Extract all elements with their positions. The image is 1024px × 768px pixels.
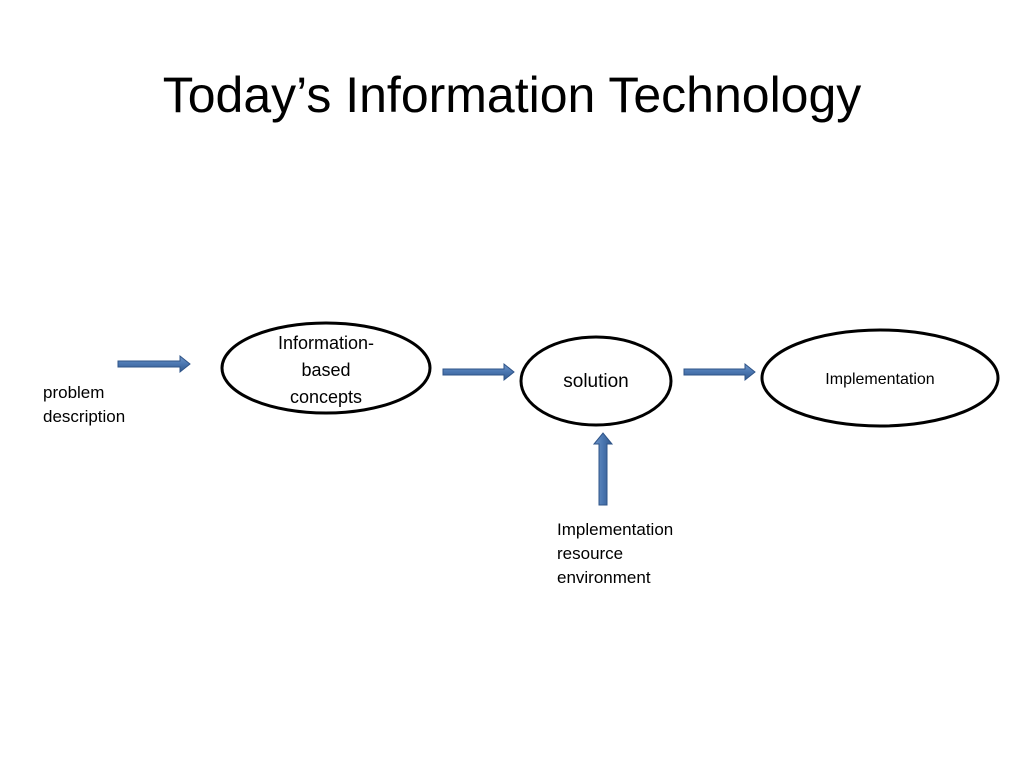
node-implementation-ellipse — [760, 328, 1000, 428]
node-solution-label: solution — [563, 371, 629, 392]
node-implementation-label: Implementation — [825, 371, 935, 388]
arrow-input-to-concepts — [117, 354, 191, 374]
node-concepts-ellipse — [220, 321, 432, 415]
arrow-resource-to-solution — [592, 432, 614, 506]
arrow-concepts-to-solution — [442, 362, 515, 382]
slide-title: Today’s Information Technology — [162, 67, 862, 123]
resource-environment-label: Implementation resource environment — [557, 520, 674, 587]
arrow-solution-to-implementation — [683, 362, 756, 382]
problem-description-label: problem description — [43, 383, 126, 426]
node-solution-ellipse — [519, 335, 673, 427]
node-concepts-label: Information- based concepts — [277, 333, 375, 407]
